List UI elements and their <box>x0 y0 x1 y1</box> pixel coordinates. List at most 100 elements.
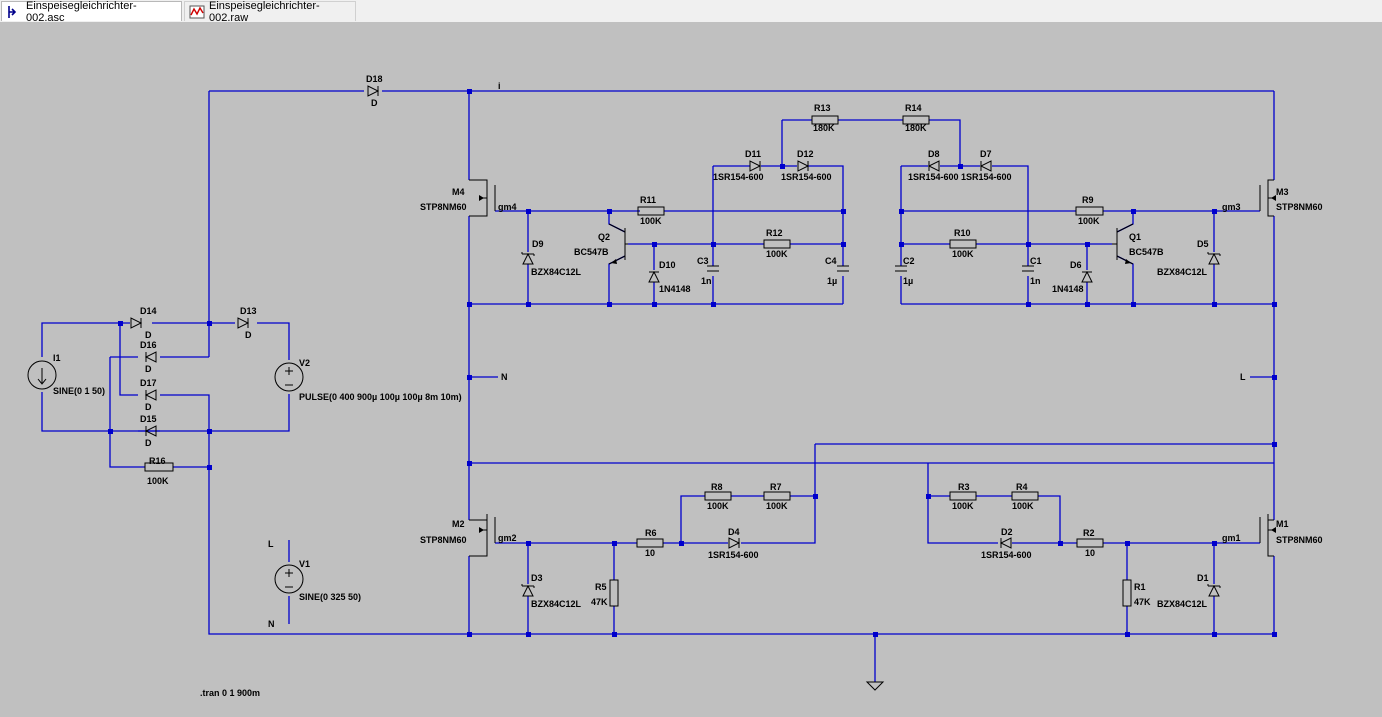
D12-name: D12 <box>797 149 814 159</box>
R3-value: 100K <box>952 501 974 511</box>
D6-value: 1N4148 <box>1052 284 1084 294</box>
bjt-Q2-symbol <box>608 223 628 265</box>
resistor-R14-symbol <box>902 115 930 125</box>
D7-name: D7 <box>980 149 992 159</box>
tab-bar: Einspeisegleichrichter-002.asc Einspeise… <box>0 0 1382 24</box>
diode-D11-symbol <box>749 160 762 172</box>
D4-value: 1SR154-600 <box>708 550 759 560</box>
R6-name: R6 <box>645 528 657 538</box>
diode-D13-symbol <box>237 317 250 329</box>
schematic-canvas[interactable]: D18 D i D14 D D16 D D17 D D15 D D13 D I1… <box>0 22 1382 717</box>
zener-D3-symbol <box>521 584 535 597</box>
R12-name: R12 <box>766 228 783 238</box>
resistor-R7-symbol <box>763 491 791 501</box>
M2-name: M2 <box>452 519 465 529</box>
component-symbols <box>27 85 1276 691</box>
mosfet-M3-symbol <box>1259 179 1276 217</box>
net-label-L-left: L <box>268 539 274 549</box>
M3-name: M3 <box>1276 187 1289 197</box>
D5-name: D5 <box>1197 239 1209 249</box>
capacitor-C4-symbol <box>837 265 849 272</box>
R9-name: R9 <box>1082 195 1094 205</box>
net-label-gm4: gm4 <box>498 202 517 212</box>
net-label-i: i <box>498 81 501 91</box>
diode-D16-symbol <box>144 351 157 363</box>
current-source-I1-symbol <box>27 360 57 390</box>
capacitor-C1-symbol <box>1022 265 1034 272</box>
C1-value: 1n <box>1030 276 1041 286</box>
D18-value: D <box>371 98 378 108</box>
R16-name: R16 <box>149 456 166 466</box>
diode-D14-symbol <box>130 317 143 329</box>
R3-name: R3 <box>958 482 970 492</box>
R1-value: 47K <box>1134 597 1151 607</box>
diode-D17-symbol <box>144 389 157 401</box>
tab-label: Einspeisegleichrichter-002.raw <box>209 0 320 24</box>
resistor-R11-symbol <box>637 206 665 216</box>
R8-name: R8 <box>711 482 723 492</box>
D3-name: D3 <box>531 573 543 583</box>
D17-value: D <box>145 402 152 412</box>
D9-name: D9 <box>532 239 544 249</box>
net-label-gm1: gm1 <box>1222 533 1241 543</box>
D10-name: D10 <box>659 260 676 270</box>
D13-name: D13 <box>240 306 257 316</box>
capacitor-C3-symbol <box>707 265 719 272</box>
D16-name: D16 <box>140 340 157 350</box>
R4-value: 100K <box>1012 501 1034 511</box>
D7-value: 1SR154-600 <box>961 172 1012 182</box>
net-label-N-left: N <box>268 619 275 629</box>
diode-D2-symbol <box>999 537 1012 549</box>
R13-name: R13 <box>814 103 831 113</box>
R16-value: 100K <box>147 476 169 486</box>
I1-name: I1 <box>53 353 61 363</box>
R7-value: 100K <box>766 501 788 511</box>
D2-name: D2 <box>1001 527 1013 537</box>
schematic-icon <box>8 5 17 18</box>
R2-value: 10 <box>1085 548 1095 558</box>
R5-name: R5 <box>595 582 607 592</box>
V1-name: V1 <box>299 559 310 569</box>
tab-schematic[interactable]: Einspeisegleichrichter-002.asc <box>1 0 182 24</box>
R2-name: R2 <box>1083 528 1095 538</box>
zener-D1-symbol <box>1207 584 1221 597</box>
R10-name: R10 <box>954 228 971 238</box>
capacitor-C2-symbol <box>895 265 907 272</box>
resistor-R12-symbol <box>763 239 791 249</box>
diode-D6-symbol <box>1081 270 1093 283</box>
D11-name: D11 <box>745 149 761 159</box>
spice-directive: .tran 0 1 900m <box>200 688 260 698</box>
resistor-R6-symbol <box>636 538 664 548</box>
net-label-gm2: gm2 <box>498 533 517 543</box>
R8-value: 100K <box>707 501 729 511</box>
C4-name: C4 <box>825 256 837 266</box>
D14-name: D14 <box>140 306 157 316</box>
C2-value: 1µ <box>903 276 913 286</box>
diode-D4-symbol <box>728 537 741 549</box>
M1-value: STP8NM60 <box>1276 535 1323 545</box>
M2-value: STP8NM60 <box>420 535 467 545</box>
I1-value: SINE(0 1 50) <box>53 386 105 396</box>
schematic-drawing[interactable]: D18 D i D14 D D16 D D17 D D15 D D13 D I1… <box>0 22 1382 717</box>
D13-value: D <box>245 330 252 340</box>
R11-name: R11 <box>640 195 656 205</box>
D4-name: D4 <box>728 527 740 537</box>
net-label-N: N <box>501 372 508 382</box>
net-label-L: L <box>1240 372 1246 382</box>
zener-D9-symbol <box>521 252 535 265</box>
R9-value: 100K <box>1078 216 1100 226</box>
D11-value: 1SR154-600 <box>713 172 764 182</box>
D14-value: D <box>145 330 152 340</box>
C1-name: C1 <box>1030 256 1042 266</box>
V2-name: V2 <box>299 358 310 368</box>
D9-value: BZX84C12L <box>531 267 582 277</box>
diode-D15-symbol <box>144 425 157 437</box>
D17-name: D17 <box>140 378 157 388</box>
R14-value: 180K <box>905 123 927 133</box>
D5-value: BZX84C12L <box>1157 267 1208 277</box>
Q1-value: BC547B <box>1129 247 1164 257</box>
diode-D10-symbol <box>648 270 660 283</box>
R13-value: 180K <box>813 123 835 133</box>
D8-name: D8 <box>928 149 940 159</box>
tab-waveform[interactable]: Einspeisegleichrichter-002.raw <box>184 0 356 24</box>
